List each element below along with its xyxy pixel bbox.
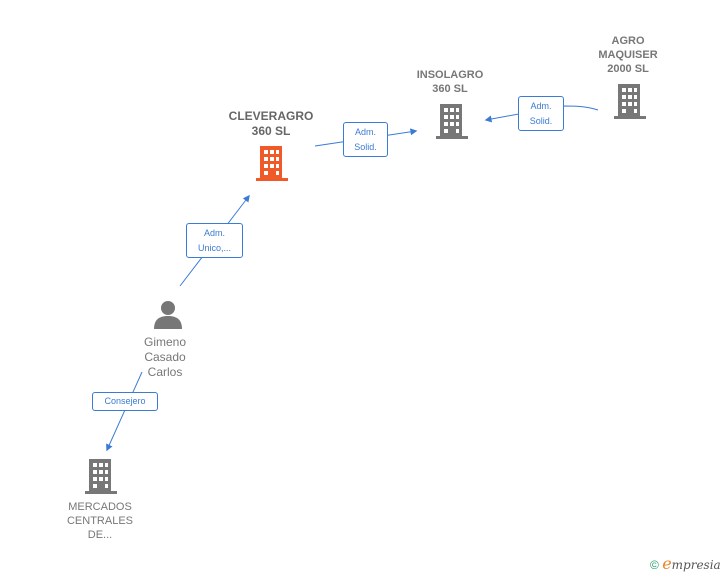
node-label-gimeno: Gimeno Casado Carlos	[143, 335, 187, 379]
edge-label-consejero[interactable]: Consejero	[92, 392, 158, 411]
building-icon[interactable]	[614, 84, 646, 120]
empresia-logo[interactable]: © empresia	[650, 554, 721, 573]
edge-label-adm-solid-cleveragro[interactable]: Adm. Solid.	[343, 122, 388, 157]
node-label-agro-maquiser: AGRO MAQUISER 2000 SL	[598, 35, 658, 75]
edge-label-adm-unico[interactable]: Adm. Unico,...	[186, 223, 243, 258]
edge-label-adm-solid-agro[interactable]: Adm. Solid.	[518, 96, 564, 131]
node-label-mercados: MERCADOS CENTRALES DE...	[66, 501, 134, 541]
node-label-cleveragro: CLEVERAGRO 360 SL	[228, 109, 314, 138]
edge-gimeno-mercados	[106, 371, 143, 452]
copyright-icon: ©	[650, 558, 659, 572]
building-icon[interactable]	[436, 104, 468, 140]
building-icon[interactable]	[256, 146, 288, 182]
person-icon[interactable]	[153, 299, 183, 329]
building-icon[interactable]	[85, 459, 117, 495]
node-label-insolagro: INSOLAGRO 360 SL	[416, 69, 484, 95]
